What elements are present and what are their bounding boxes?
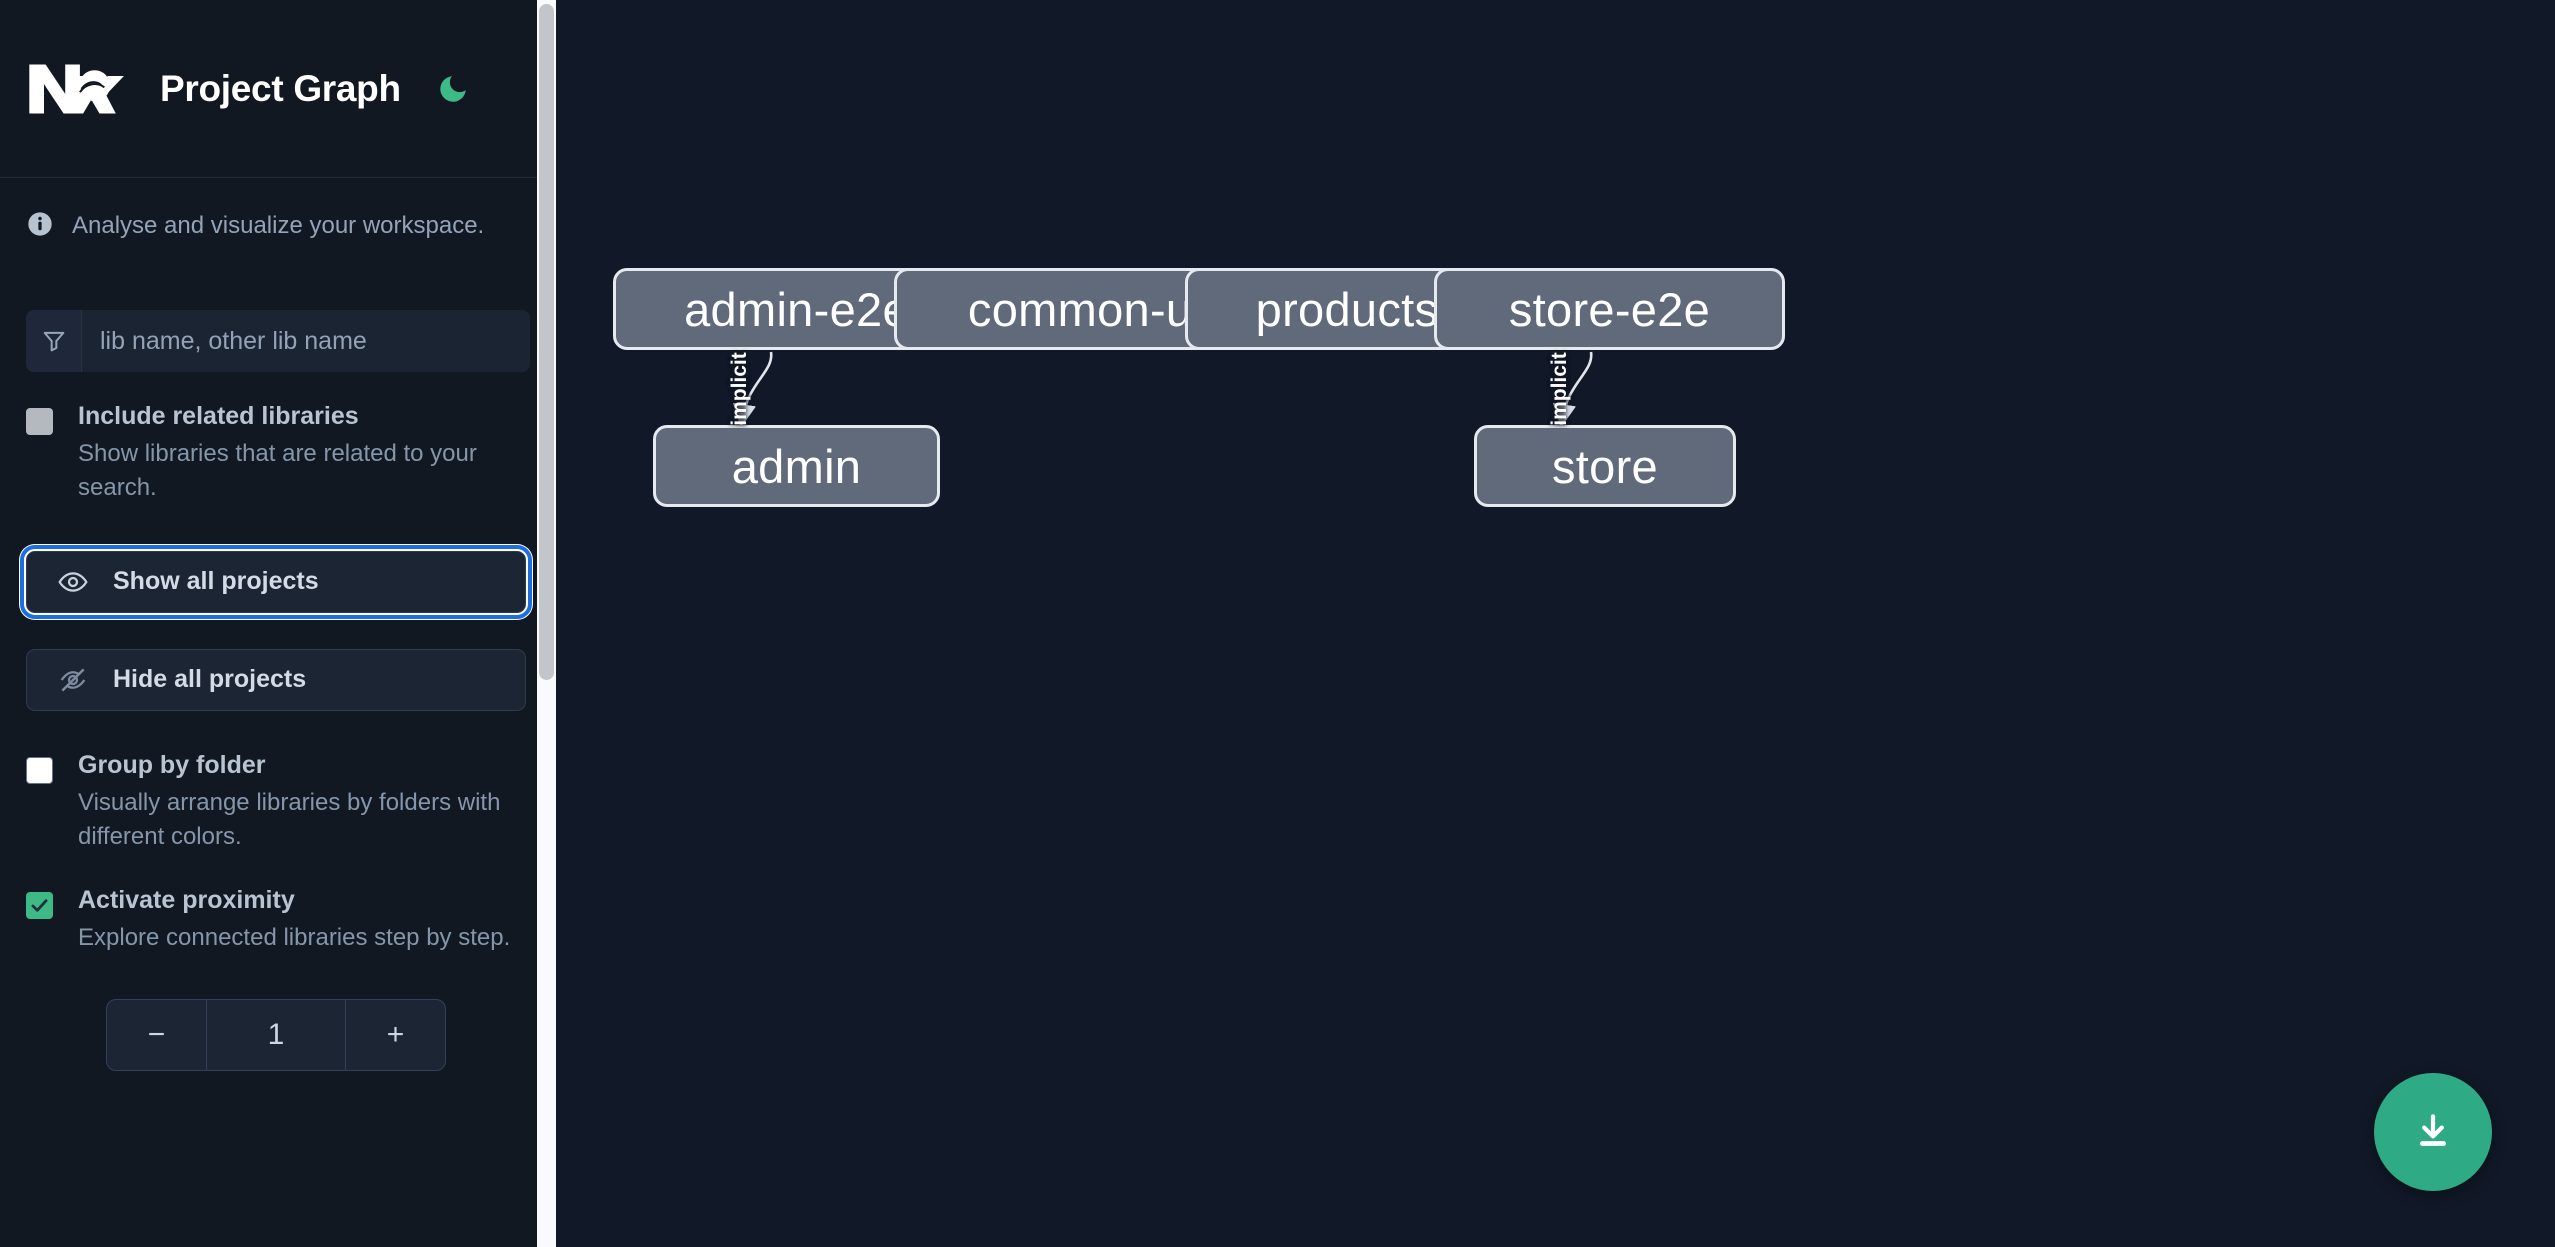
show-all-projects-button[interactable]: Show all projects xyxy=(20,544,532,619)
option-title: Include related libraries xyxy=(78,402,359,430)
graph-edge-label-store: implicit xyxy=(1547,352,1571,426)
graph-node-label: admin xyxy=(731,439,862,493)
show-all-projects-label: Show all projects xyxy=(113,567,319,596)
option-description: Visually arrange libraries by folders wi… xyxy=(78,788,501,850)
search-field[interactable] xyxy=(26,310,530,372)
checkbox-activate-proximity[interactable] xyxy=(26,891,53,919)
graph-node-label: store-e2e xyxy=(1508,282,1711,336)
option-description: Explore connected libraries step by step… xyxy=(78,923,511,951)
checkbox-include-related-libraries[interactable] xyxy=(26,408,53,435)
sidebar: Project Graph Analyse and visualize your… xyxy=(0,0,556,1247)
sidebar-body: Analyse and visualize your workspace. In… xyxy=(0,178,556,1071)
info-icon xyxy=(26,210,54,243)
hide-all-projects-label: Hide all projects xyxy=(113,665,307,694)
option-title: Activate proximity xyxy=(78,885,295,914)
proximity-stepper: − 1 + xyxy=(106,998,446,1071)
moon-icon[interactable] xyxy=(433,69,473,109)
graph-edge-label-admin: implicit xyxy=(727,352,751,426)
workspace-hint: Analyse and visualize your workspace. xyxy=(26,178,530,274)
search-input[interactable] xyxy=(82,310,530,372)
checkbox-group-by-folder[interactable] xyxy=(26,756,53,784)
graph-node-label: products xyxy=(1255,282,1439,336)
proximity-decrement-button[interactable]: − xyxy=(107,999,207,1070)
graph-node-label: common-ui xyxy=(967,282,1204,336)
graph-node-store[interactable]: store xyxy=(1474,425,1736,507)
option-title: Group by folder xyxy=(78,750,266,779)
option-description: Show libraries that are related to your … xyxy=(78,439,477,501)
graph-canvas[interactable]: admin-e2e common-ui products store-e2e a… xyxy=(556,0,2555,1247)
graph-node-label: store xyxy=(1552,439,1658,493)
download-graph-button[interactable] xyxy=(2374,1073,2492,1191)
graph-node-admin[interactable]: admin xyxy=(653,425,940,507)
workspace-hint-text: Analyse and visualize your workspace. xyxy=(72,212,485,239)
graph-edges xyxy=(732,351,1593,428)
nx-logo xyxy=(26,58,124,120)
option-group-by-folder[interactable]: Group by folder Visually arrange librari… xyxy=(26,751,530,854)
page-title: Project Graph xyxy=(160,67,401,109)
option-include-related-libraries[interactable]: Include related libraries Show libraries… xyxy=(26,402,530,505)
sidebar-scrollbar[interactable] xyxy=(537,0,556,1247)
sidebar-header: Project Graph xyxy=(0,0,556,178)
graph-node-store-e2e[interactable]: store-e2e xyxy=(1434,268,1785,350)
eye-off-icon xyxy=(57,664,89,696)
proximity-value: 1 xyxy=(267,1017,285,1051)
option-activate-proximity[interactable]: Activate proximity Explore connected lib… xyxy=(26,886,530,955)
filter-icon xyxy=(26,310,82,372)
hide-all-projects-button[interactable]: Hide all projects xyxy=(26,648,526,711)
sidebar-scrollbar-thumb[interactable] xyxy=(539,4,554,680)
graph-node-label: admin-e2e xyxy=(684,282,909,336)
proximity-increment-button[interactable]: + xyxy=(345,999,445,1070)
eye-icon xyxy=(57,566,89,598)
